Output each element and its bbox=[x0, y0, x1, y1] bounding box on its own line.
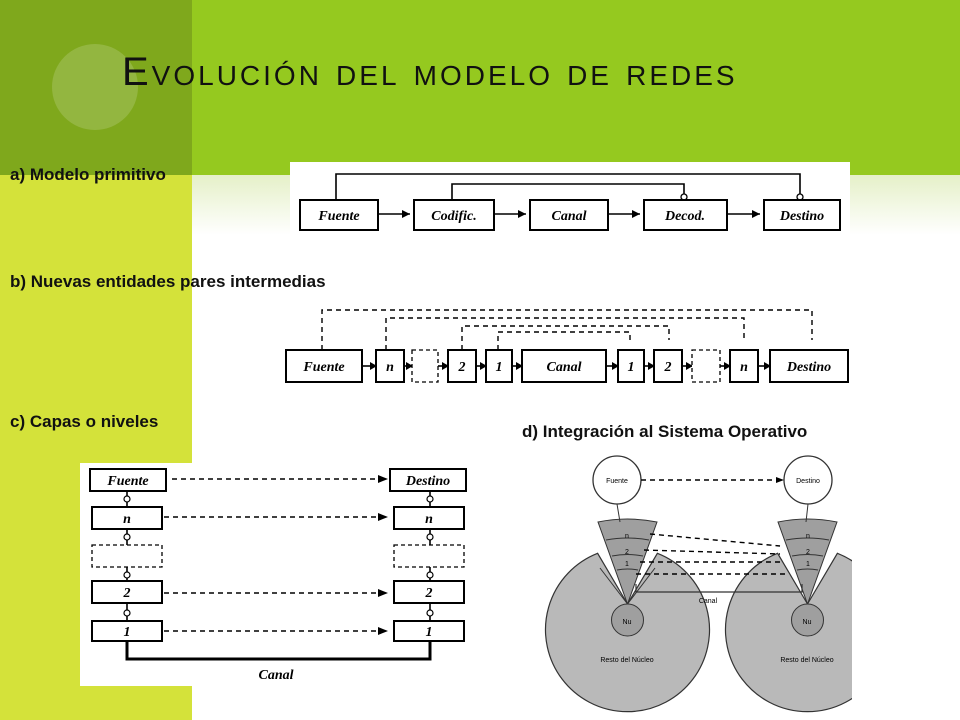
c-left-2: 2 bbox=[123, 586, 131, 601]
diagram-a: Fuente Codific. Canal Decod. Destino bbox=[290, 162, 850, 238]
a-box-codific: Codific. bbox=[431, 209, 477, 224]
b-box-destino: Destino bbox=[786, 360, 831, 375]
c-channel-label: Canal bbox=[258, 668, 293, 683]
d-node-destino: Destino bbox=[796, 478, 820, 485]
b-box-1-left: 1 bbox=[496, 360, 503, 375]
b-box-canal: Canal bbox=[546, 360, 581, 375]
a-box-canal: Canal bbox=[551, 209, 586, 224]
d-left-layer-1: 1 bbox=[625, 561, 629, 568]
c-left-fuente: Fuente bbox=[106, 474, 148, 489]
a-box-fuente: Fuente bbox=[317, 209, 359, 224]
diagram-b: Fuente n 2 1 Canal 1 2 n Destino bbox=[280, 300, 855, 390]
page-title: Evolución del modelo de redes bbox=[122, 50, 738, 94]
d-left-layer-n: n bbox=[625, 533, 629, 540]
b-box-n-left: n bbox=[386, 360, 394, 375]
b-box-fuente: Fuente bbox=[302, 360, 344, 375]
d-right-kernel-label: Nu bbox=[803, 619, 812, 626]
d-right-layer-n: n bbox=[806, 533, 810, 540]
b-box-2-left: 2 bbox=[458, 360, 466, 375]
b-box-n-right: n bbox=[740, 360, 748, 375]
decorative-circle bbox=[52, 44, 138, 130]
d-left-kernel-label: Nu bbox=[623, 619, 632, 626]
title-band bbox=[192, 0, 960, 175]
diagram-c: Fuente n 2 1 Destino n 2 1 Canal bbox=[80, 463, 472, 686]
a-box-decod: Decod. bbox=[664, 209, 705, 224]
d-left-layer-2: 2 bbox=[625, 549, 629, 556]
d-right-rest-label: Resto del Núcleo bbox=[780, 657, 833, 664]
left-sidebar-top bbox=[0, 0, 192, 175]
d-left-rest-label: Resto del Núcleo bbox=[600, 657, 653, 664]
c-left-1: 1 bbox=[124, 625, 131, 640]
c-right-n: n bbox=[425, 512, 433, 527]
d-node-fuente: Fuente bbox=[606, 478, 628, 485]
c-left-n: n bbox=[123, 512, 131, 527]
d-right-layer-1: 1 bbox=[806, 561, 810, 568]
d-channel-label: Canal bbox=[699, 598, 718, 605]
label-a: a) Modelo primitivo bbox=[10, 165, 166, 184]
a-box-destino: Destino bbox=[779, 209, 824, 224]
c-right-1: 1 bbox=[426, 625, 433, 640]
c-right-destino: Destino bbox=[405, 474, 450, 489]
label-b: b) Nuevas entidades pares intermedias bbox=[10, 272, 326, 291]
d-right-layer-2: 2 bbox=[806, 549, 810, 556]
b-box-1-right: 1 bbox=[628, 360, 635, 375]
c-right-2: 2 bbox=[425, 586, 433, 601]
b-box-2-right: 2 bbox=[664, 360, 672, 375]
diagram-d: n 2 1 n 2 1 Fuente Destino Canal Nu Nu R… bbox=[540, 450, 852, 715]
label-c: c) Capas o niveles bbox=[10, 412, 159, 431]
label-d: d) Integración al Sistema Operativo bbox=[522, 422, 808, 441]
